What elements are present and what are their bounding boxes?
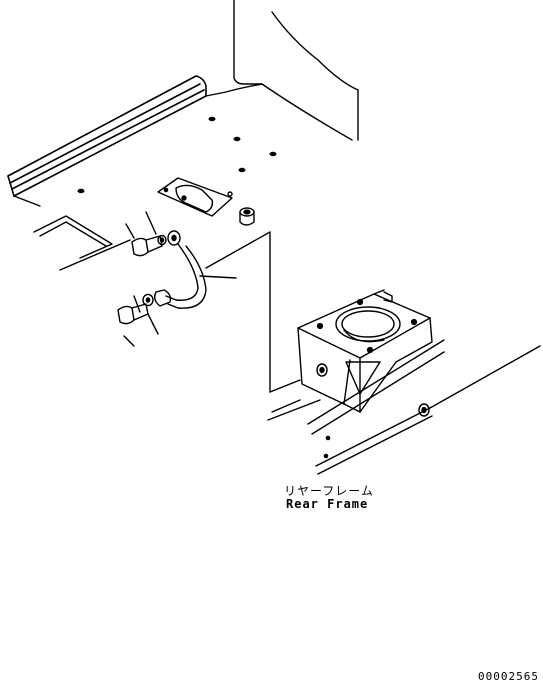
flexible-hose (165, 243, 237, 309)
drawing-number: 00002565 (478, 670, 539, 683)
rear-frame-bracket (297, 289, 433, 413)
part-label-en: Rear Frame (286, 497, 369, 511)
bolt-upper (125, 211, 167, 257)
deck-rail (7, 75, 207, 197)
access-cover (33, 215, 113, 259)
rear-frame-rails (267, 339, 541, 475)
frame-edge (205, 231, 301, 393)
cab-body-outline (233, 0, 359, 141)
deck-floor (13, 83, 263, 271)
hose-terminal-bottom (142, 289, 172, 307)
part-label-jp: リヤーフレーム (284, 484, 374, 498)
floor-holes (77, 116, 277, 194)
hose-terminal-top (167, 230, 181, 246)
bolt-lower (117, 295, 159, 347)
hose-mount-plate (157, 177, 233, 217)
spacer-nut (239, 207, 255, 226)
